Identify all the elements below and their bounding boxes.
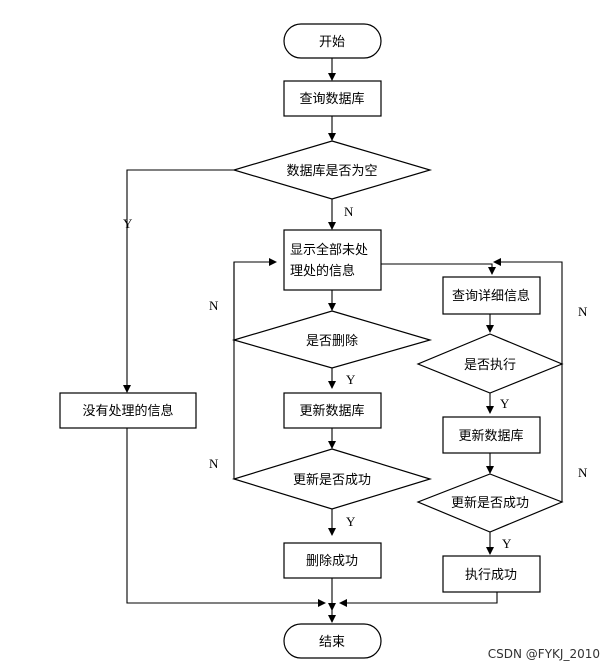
show-all-label-line2: 理处的信息 (290, 263, 355, 279)
edge-label-update-right-no: N (578, 465, 588, 480)
execute-ok-label: 执行成功 (465, 568, 517, 583)
edge-labels: Y N N Y N Y N Y N Y (123, 204, 588, 551)
update-ok-right-label: 更新是否成功 (451, 495, 529, 511)
query-detail-process: 查询详细信息 (442, 276, 541, 315)
delete-decision-label: 是否删除 (306, 334, 358, 349)
start-label: 开始 (319, 35, 345, 50)
edge-label-update-left-no: N (209, 456, 219, 471)
show-all-process: 显示全部未处 理处的信息 (283, 229, 382, 291)
update-db-left-label: 更新数据库 (299, 403, 364, 419)
no-info-label: 没有处理的信息 (82, 403, 173, 419)
edge-label-delete-yes: Y (346, 372, 356, 387)
end-label: 结束 (319, 635, 345, 650)
watermark: CSDN @FYKJ_2010 (488, 647, 600, 661)
edges (123, 58, 563, 623)
update-ok-left-label: 更新是否成功 (293, 472, 371, 488)
delete-decision: 是否删除 (231, 310, 433, 369)
edge-noinfo-end (126, 428, 326, 607)
edge-label-execute-yes: Y (500, 396, 510, 411)
edge-label-update-right-yes: Y (502, 536, 512, 551)
update-db-right-label: 更新数据库 (458, 428, 523, 444)
edge-label-execute-no: N (578, 304, 588, 319)
update-db-right-process: 更新数据库 (442, 416, 541, 454)
execute-decision-label: 是否执行 (464, 358, 516, 373)
edge-label-delete-no: N (209, 298, 219, 313)
delete-ok-process: 删除成功 (283, 542, 382, 579)
execute-decision: 是否执行 (416, 333, 564, 394)
edge-label-update-left-yes: Y (346, 514, 356, 529)
db-empty-decision: 数据库是否为空 (231, 140, 433, 200)
query-detail-label: 查询详细信息 (452, 288, 530, 304)
db-empty-label: 数据库是否为空 (286, 163, 377, 179)
edge-execute-no (493, 258, 563, 364)
query-db-label: 查询数据库 (299, 91, 364, 107)
edge-label-empty-no: N (344, 204, 354, 219)
edge-label-empty-yes: Y (123, 216, 133, 231)
no-info-process: 没有处理的信息 (59, 392, 197, 429)
update-ok-left-decision: 更新是否成功 (231, 448, 433, 510)
update-ok-right-decision: 更新是否成功 (416, 473, 564, 533)
end-terminal: 结束 (283, 623, 382, 659)
start-terminal: 开始 (283, 23, 382, 59)
show-all-label-line1: 显示全部未处 (290, 242, 368, 258)
query-db-process: 查询数据库 (283, 80, 382, 117)
update-db-left-process: 更新数据库 (283, 392, 382, 429)
edge-show-detail (381, 263, 496, 275)
edge-empty-yes (123, 169, 234, 393)
execute-ok-process: 执行成功 (442, 555, 541, 593)
edge-executeok-end (339, 592, 498, 607)
delete-ok-label: 删除成功 (306, 554, 358, 569)
